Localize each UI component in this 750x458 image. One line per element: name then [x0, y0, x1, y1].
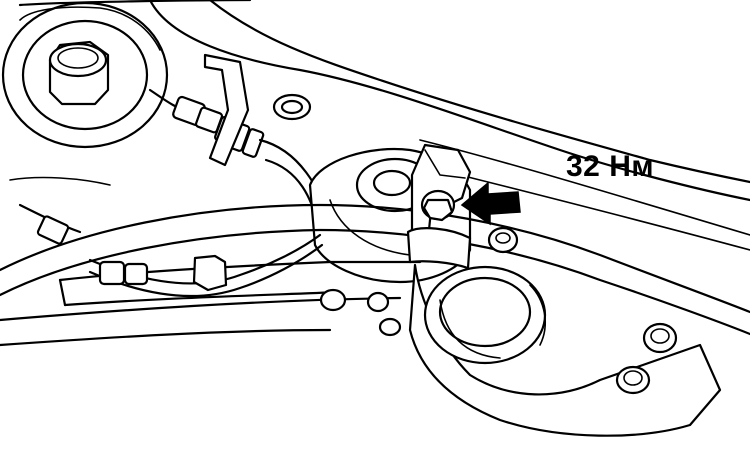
lower-brake-line — [9, 176, 324, 298]
lower-control-arm — [58, 260, 722, 437]
brake-line-fitting — [148, 53, 265, 167]
arm-bolts — [319, 288, 678, 395]
strut-mount — [1, 1, 169, 149]
panel-washer — [272, 93, 312, 121]
hose-clamp-bracket — [406, 143, 519, 270]
torque-label: 32 Нм — [566, 150, 655, 183]
pointer-arrow — [460, 181, 521, 226]
